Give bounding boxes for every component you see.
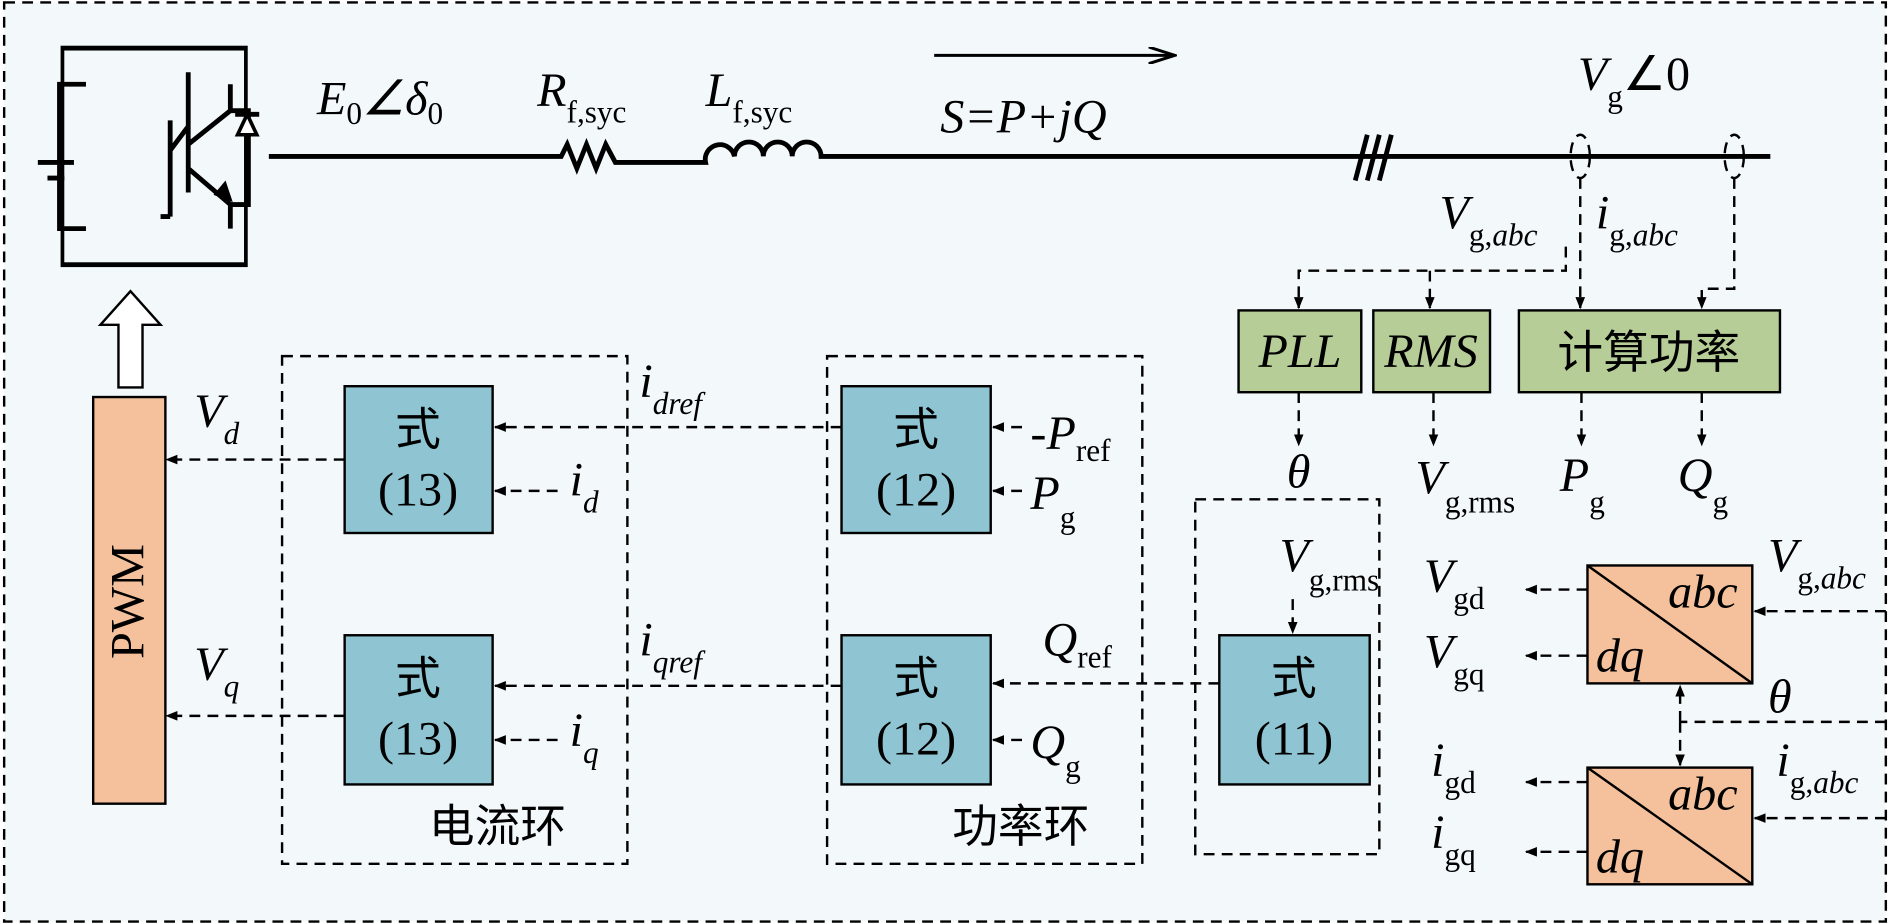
id-label: id xyxy=(570,454,599,520)
current-loop-frame xyxy=(280,354,629,866)
svg-text:式: 式 xyxy=(395,403,441,456)
qg-input-label: Qg xyxy=(1030,716,1081,784)
svg-text:(13): (13) xyxy=(378,712,458,765)
svg-text:dq: dq xyxy=(1596,629,1644,682)
svg-text:式: 式 xyxy=(893,652,939,705)
pref-label: -Pref xyxy=(1030,407,1111,468)
power-calc-label: 计算功率 xyxy=(1557,326,1740,379)
measurement-lines xyxy=(1293,178,1736,310)
theta-label: θ xyxy=(1287,445,1311,498)
iqref-label: iqref xyxy=(639,614,706,680)
resistor-label: Rf,syc xyxy=(536,64,626,130)
abc-dq-transform-voltage: dq abc xyxy=(1586,564,1754,685)
svg-text:(13): (13) xyxy=(378,463,458,516)
three-phase-mark xyxy=(1352,134,1394,182)
svg-text:式: 式 xyxy=(893,403,939,456)
eq11-block: 式 (11) xyxy=(1218,634,1371,786)
igabc-input-label: ig,abc xyxy=(1776,734,1858,800)
signal-lines xyxy=(165,422,1298,745)
transform-lines xyxy=(1524,584,1886,857)
power-loop-frame xyxy=(825,354,1144,866)
power-calc-block xyxy=(1517,309,1782,394)
theta-input-label: θ xyxy=(1768,670,1792,723)
vgabc-input-label: Vg,abc xyxy=(1768,529,1866,595)
eq12-block-q: 式 (12) xyxy=(840,634,992,786)
pll-label: PLL xyxy=(1257,325,1341,378)
eq13-block-q: 式 (13) xyxy=(343,634,494,786)
power-flow-label: S=P+jQ xyxy=(940,90,1106,143)
vgq-label: Vgq xyxy=(1424,626,1485,692)
vrms-loop-frame xyxy=(1194,498,1381,856)
vgabc-label: Vg,abc xyxy=(1439,187,1537,253)
igabc-label: ig,abc xyxy=(1596,187,1678,253)
current-loop-label: 电流环 xyxy=(429,800,566,853)
svg-text:(11): (11) xyxy=(1255,712,1333,765)
iq-label: iq xyxy=(570,704,599,770)
vgd-label: Vgd xyxy=(1424,550,1485,616)
qg-label: Qg xyxy=(1678,449,1729,520)
vgrms-input-label: Vg,rms xyxy=(1279,529,1379,597)
pll-block xyxy=(1237,309,1363,394)
inductor-label: Lf,syc xyxy=(705,64,793,130)
idref-label: idref xyxy=(639,355,706,421)
svg-text:abc: abc xyxy=(1668,566,1737,619)
vd-label: Vd xyxy=(194,385,239,451)
emf-label: E0∠δ0 xyxy=(316,72,443,131)
svg-text:(12): (12) xyxy=(876,463,956,516)
igq-label: igq xyxy=(1431,806,1476,872)
svg-text:式: 式 xyxy=(395,652,441,705)
pg-input-label: Pg xyxy=(1029,467,1075,535)
vq-label: Vq xyxy=(194,638,239,704)
eq12-block-p: 式 (12) xyxy=(840,385,992,535)
grid-voltage-label: Vg∠0 xyxy=(1578,48,1690,114)
svg-text:abc: abc xyxy=(1668,768,1737,821)
power-loop-label: 功率环 xyxy=(952,800,1089,853)
vgrms-label: Vg,rms xyxy=(1415,451,1515,519)
igd-label: igd xyxy=(1431,734,1476,800)
pwm-label: PWM xyxy=(102,544,155,659)
eq13-block-d: 式 (13) xyxy=(343,385,494,535)
power-line xyxy=(268,137,1771,175)
converter-igbt-symbol xyxy=(37,45,260,268)
hollow-up-arrow xyxy=(97,289,164,389)
qref-label: Qref xyxy=(1042,614,1112,675)
pwm-block xyxy=(91,395,167,805)
svg-text:式: 式 xyxy=(1271,652,1317,705)
pg-label: Pg xyxy=(1559,449,1605,520)
rms-label: RMS xyxy=(1383,325,1478,378)
abc-dq-transform-current: dq abc xyxy=(1586,766,1754,886)
svg-text:dq: dq xyxy=(1596,830,1644,883)
rms-block xyxy=(1372,309,1492,394)
measurement-outputs xyxy=(1293,392,1707,447)
svg-text:(12): (12) xyxy=(876,712,956,765)
